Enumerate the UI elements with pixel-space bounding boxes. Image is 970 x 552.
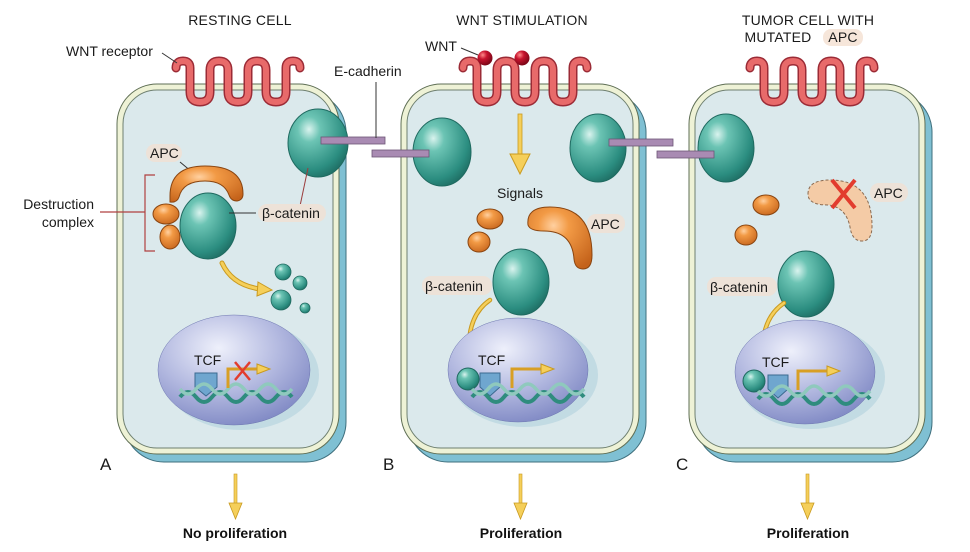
apc-label-bg-b (587, 214, 625, 233)
apc-label-c: APC (874, 185, 903, 201)
axin-protein-b (467, 231, 491, 253)
panel-c-title-line2: MUTATED (745, 29, 812, 45)
dna-helix-b (470, 382, 586, 404)
mutation-x-icon (830, 178, 857, 210)
beta-catenin-label-bg-c (707, 277, 777, 296)
wnt-receptor-a (171, 56, 305, 107)
signal-arrowhead (509, 153, 531, 176)
apc-label-a: APC (150, 145, 179, 161)
apc-label-bg-c (870, 183, 908, 202)
beta-catenin-label-b: β-catenin (425, 278, 483, 294)
outcome-arrow-b (513, 473, 528, 521)
beta-catenin-label-c: β-catenin (710, 279, 768, 295)
mutated-apc-c (807, 179, 873, 242)
panel-letter-a: A (100, 455, 112, 474)
signal-arrow-shaft (517, 113, 523, 155)
panel-b-title: WNT STIMULATION (456, 12, 588, 28)
apc-label-b: APC (591, 216, 620, 232)
outcome-arrow-c (800, 473, 815, 521)
panel-a-title: RESTING CELL (188, 12, 292, 28)
transcription-arrowhead-c (826, 365, 842, 377)
degradation-arrowhead (256, 281, 274, 297)
wnt-receptor-leader (161, 52, 178, 64)
gsk3-protein-b (476, 208, 504, 230)
transcription-arrow-b (510, 367, 542, 388)
apc-protein-b (527, 206, 593, 270)
degraded-fragment-3 (270, 289, 292, 311)
transcription-arrow-a (226, 367, 258, 388)
beta-catenin-label-bg-b (422, 276, 492, 295)
wnt-ligand-1 (477, 50, 493, 66)
tcf-label-b: TCF (478, 352, 505, 368)
outcome-label-c: Proliferation (767, 525, 849, 541)
signals-label: Signals (497, 185, 543, 201)
ecadherin-junction-bc (569, 113, 755, 183)
ecadherin-label: E-cadherin (334, 63, 402, 79)
membrane-beta-catenin-b-right (569, 113, 627, 183)
wnt-label: WNT (425, 38, 457, 54)
blocked-x-icon (234, 361, 251, 381)
transcription-arrow-c (796, 369, 828, 390)
axin-protein-a (159, 224, 181, 250)
dna-helix-c (756, 384, 872, 406)
beta-catenin-label-a: β-catenin (262, 205, 320, 221)
degraded-fragment-4 (299, 302, 311, 314)
membrane-beta-catenin-c (697, 113, 755, 183)
panel-c-title-apc: APC (828, 29, 857, 45)
apc-title-highlight (823, 29, 863, 46)
wnt-receptor-c (745, 56, 879, 107)
tcf-label-a: TCF (194, 352, 221, 368)
panel-letter-c: C (676, 455, 688, 474)
gsk3-protein-c (752, 194, 780, 216)
panel-c-title-line1: TUMOR CELL WITH (742, 12, 874, 28)
wnt-leader (460, 47, 479, 56)
axin-protein-c (734, 224, 758, 246)
gsk3-protein-a (152, 203, 180, 225)
wnt-receptor-label: WNT receptor (66, 43, 153, 59)
wnt-ligand-2 (514, 50, 530, 66)
beta-catenin-b (492, 248, 550, 316)
destruction-complex (152, 165, 244, 260)
transcription-arrowhead-b (540, 363, 556, 375)
beta-catenin-complex-a (179, 192, 237, 260)
apc-label-bg-a (146, 144, 182, 162)
nuclear-beta-catenin-b (456, 367, 480, 391)
destruction-label-line2: complex (42, 214, 94, 230)
destruction-bracket (144, 174, 155, 252)
beta-catenin-c (777, 250, 835, 318)
outcome-label-a: No proliferation (183, 525, 287, 541)
outcome-arrow-a (228, 473, 243, 521)
degraded-fragment-2 (292, 275, 308, 291)
beta-catenin-leader-a2 (299, 167, 309, 207)
destruction-label-line1: Destruction (23, 196, 94, 212)
panel-letter-b: B (383, 455, 394, 474)
tcf-label-c: TCF (762, 354, 789, 370)
dna-helix-a (178, 382, 294, 404)
outcome-label-b: Proliferation (480, 525, 562, 541)
ecadherin-junction-ab (287, 108, 472, 187)
apc-protein-a (169, 165, 244, 203)
beta-catenin-label-bg-a (258, 204, 326, 222)
nuclear-beta-catenin-c (742, 369, 766, 393)
degraded-fragment-1 (274, 263, 292, 281)
wnt-receptor-b (458, 56, 592, 107)
transcription-arrowhead-a (256, 363, 272, 375)
